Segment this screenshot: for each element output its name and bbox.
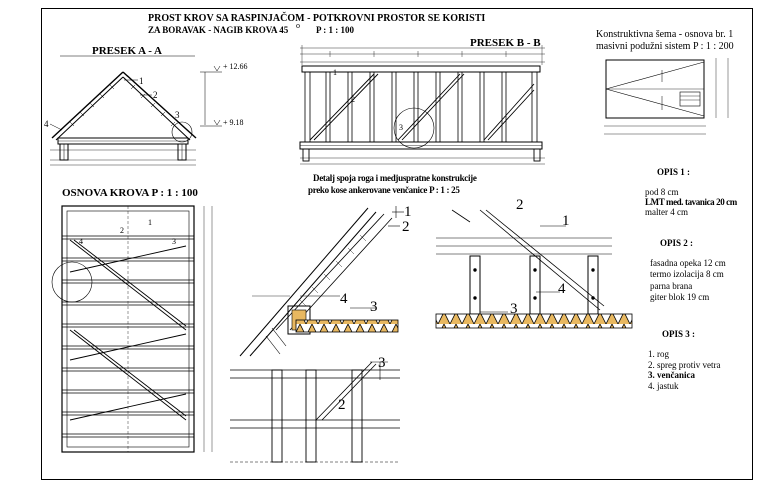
scheme-drawing (604, 58, 729, 135)
detail-right-drawing (435, 209, 633, 329)
detail-right-callout-1: 1 (562, 213, 570, 229)
detail-right-callout-3: 3 (510, 301, 518, 317)
plan-callout-2: 2 (120, 226, 124, 235)
opis1-item: LMT med. tavanica 20 cm (645, 197, 737, 207)
opis3-item: 4. jastuk (648, 381, 679, 391)
opis1-item: pod 8 cm (645, 187, 679, 197)
level-bottom: + 9.18 (223, 118, 244, 127)
section-b-bracing (309, 73, 535, 141)
section-a-callout-3: 3 (175, 110, 180, 120)
opis3-title: OPIS 3 : (662, 329, 696, 339)
section-b-drawing (299, 45, 545, 165)
scheme-title-2: masivni podužni sistem P : 1 : 200 (596, 41, 734, 52)
opis1-item: malter 4 cm (645, 207, 688, 217)
detail-callout-3: 3 (370, 299, 378, 315)
rafter-left-inner (55, 76, 124, 141)
opis2-item: parna brana (650, 281, 693, 291)
ridge-beam (301, 65, 541, 73)
detail-title-1: Detalj spoja roga i medjuspratne konstru… (313, 173, 477, 183)
opis2-item: giter blok 19 cm (650, 292, 710, 302)
detail-circle (171, 121, 193, 143)
drawing-scale: P : 1 : 100 (316, 25, 354, 35)
opis3-item: 2. spreg protiv vetra (648, 360, 721, 370)
section-b-callout-3: 3 (399, 123, 403, 132)
plan-callout-1: 1 (148, 218, 152, 227)
opis3-item: 1. rog (648, 349, 669, 359)
detail-middle-drawing (239, 206, 404, 357)
detail-lower-drawing (230, 361, 400, 463)
opis2-title: OPIS 2 : (660, 238, 694, 248)
opis2-item: fasadna opeka 12 cm (650, 258, 726, 268)
section-a-callout-1: 1 (139, 76, 144, 86)
detail-right-callout-4: 4 (558, 281, 566, 297)
rafter-left (51, 71, 124, 139)
opis2-item: termo izolacija 8 cm (650, 269, 724, 279)
scheme-title-1: Konstruktivna šema - osnova br. 1 (596, 29, 734, 40)
section-a-title: PRESEK A - A (92, 45, 162, 57)
rafter-right-inner (122, 76, 191, 141)
drawing-title: PROST KROV SA RASPINJAČOM - POTKROVNI PR… (148, 13, 486, 24)
detail-title-2: preko kose ankerovane venčanice P : 1 : … (308, 185, 460, 195)
drawing-subtitle: ZA BORAVAK - NAGIB KROVA 45 (148, 25, 289, 35)
section-a-drawing (49, 55, 222, 166)
section-b-title: PRESEK B - B (470, 37, 541, 49)
degree-mark: o (296, 21, 300, 30)
level-top: + 12.66 (223, 62, 248, 71)
roof-plan-drawing (51, 205, 213, 453)
detail-callout-2: 2 (402, 219, 410, 235)
detail-callout-4: 4 (340, 291, 348, 307)
detail-lower-callout-3: 3 (378, 355, 386, 371)
section-a-callout-4: 4 (44, 119, 49, 129)
opis3-item: 3. venčanica (648, 370, 695, 380)
rafter-right (122, 71, 197, 139)
detail-callout-1: 1 (404, 204, 412, 220)
plan-callout-4: 4 (79, 237, 83, 246)
section-a-callout-2: 2 (153, 90, 158, 100)
section-b-posts (304, 71, 538, 143)
plan-title: OSNOVA KROVA P : 1 : 100 (62, 187, 198, 199)
plan-callout-3: 3 (172, 237, 176, 246)
detail-lower-callout-2: 2 (338, 397, 346, 413)
opis1-title: OPIS 1 : (657, 167, 691, 177)
detail-right-callout-2: 2 (516, 197, 524, 213)
drawing-frame (41, 8, 753, 480)
rafter-hatch (69, 84, 176, 127)
